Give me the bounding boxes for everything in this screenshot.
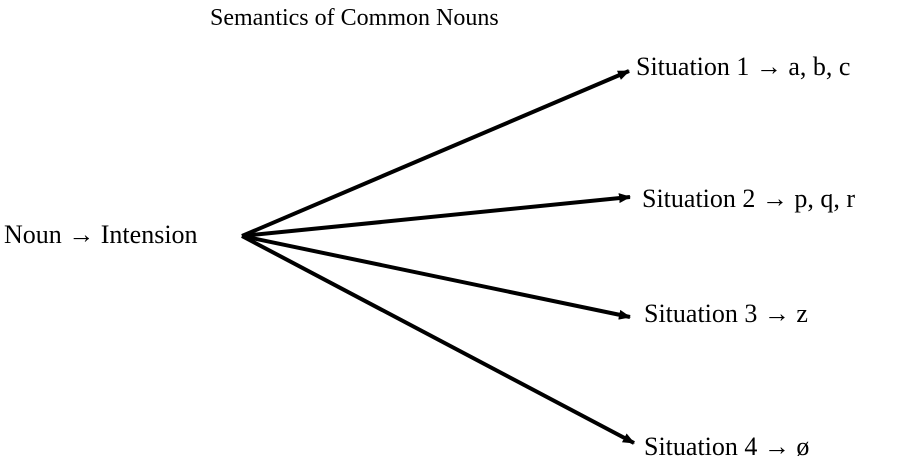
arrow-to-situation-2 (241, 193, 631, 238)
diagram-title: Semantics of Common Nouns (210, 5, 499, 31)
situation-3-label: Situation 3 → z (644, 299, 808, 328)
arrow-to-situation-3 (241, 234, 631, 320)
arrow-to-situation-4 (241, 234, 635, 445)
arrow-to-situation-1 (241, 69, 630, 238)
situation-2-label: Situation 2 → p, q, r (642, 184, 856, 213)
situation-1-label: Situation 1 → a, b, c (636, 52, 851, 81)
source-node-label: Noun → Intension (4, 220, 198, 249)
situation-4-label: Situation 4 → ø (644, 432, 810, 461)
